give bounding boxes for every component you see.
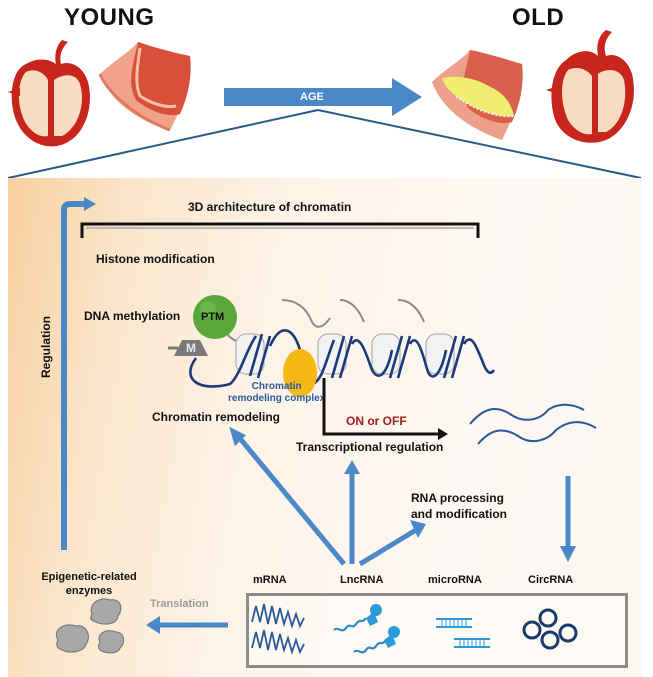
- methyl-label: M: [186, 341, 196, 355]
- on-off-label: ON or OFF: [346, 414, 407, 428]
- chromatin-remodeling-label: Chromatin remodeling: [152, 410, 281, 424]
- rna-type-label-mrna: mRNA: [253, 574, 287, 586]
- remodeling-complex-label: Chromatin remodeling complex: [228, 381, 325, 405]
- rna-type-label-lncrna: LncRNA: [340, 574, 384, 586]
- chromatin-architecture-label: 3D architecture of chromatin: [188, 200, 352, 214]
- old-label: OLD: [512, 4, 565, 31]
- rna-type-label-microrna: microRNA: [428, 574, 482, 586]
- rna-processing-line1: RNA processing: [411, 491, 504, 505]
- ptm-label: PTM: [201, 311, 225, 323]
- histone-modification-label: Histone modification: [96, 252, 215, 266]
- rna-processing-label: RNA processing and modification: [411, 490, 507, 522]
- young-label: YOUNG: [64, 4, 155, 31]
- rna-type-label-circrna: CircRNA: [528, 574, 574, 586]
- transcriptional-regulation-label: Transcriptional regulation: [296, 440, 444, 454]
- dna-methylation-label: DNA methylation: [84, 309, 181, 323]
- epigenetic-enzymes-label: Epigenetic-related enzymes: [34, 570, 144, 598]
- translation-label: Translation: [150, 598, 209, 610]
- age-arrow-label: AGE: [300, 91, 324, 103]
- remodeling-complex-label-line1: Chromatin: [251, 381, 302, 392]
- rna-processing-line2: and modification: [411, 507, 507, 521]
- epigenetic-enzymes-line1: Epigenetic-related: [41, 571, 137, 583]
- epigenetic-enzymes-line2: enzymes: [65, 585, 113, 597]
- rna-types-box: [246, 593, 628, 668]
- remodeling-complex-label-line2: remodeling complex: [228, 393, 326, 404]
